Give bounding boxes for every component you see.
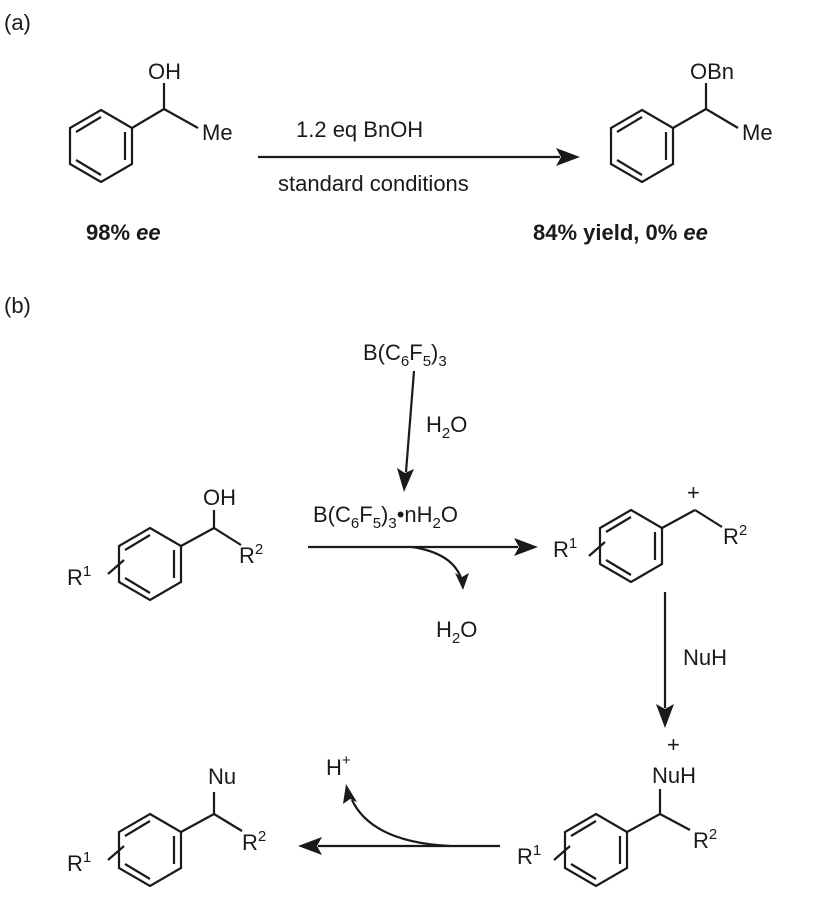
alcohol-oh-label: OH <box>203 485 236 510</box>
benzyl-ether-structure <box>609 83 739 184</box>
aryl-alcohol-structure <box>107 510 242 602</box>
reaction-arrow-a <box>258 148 580 166</box>
onium-r1-substituent: R1 <box>517 842 541 869</box>
hydroxyl-label: OH <box>148 59 181 84</box>
product-nu-label: Nu <box>208 764 236 789</box>
product-yield-label: 84% yield, 0% ee <box>533 220 708 245</box>
starting-alcohol-structure <box>68 83 199 184</box>
catalyst-label: B(C6F5)3 <box>363 340 447 370</box>
water-label: H2O <box>426 412 467 442</box>
product-methyl-label: Me <box>742 120 773 145</box>
proton-label: H+ <box>326 752 351 780</box>
carbocation-charge: + <box>687 480 700 505</box>
hydration-arrow <box>397 370 416 492</box>
methyl-label: Me <box>202 120 233 145</box>
cation-r2-substituent: R2 <box>723 522 747 549</box>
starting-ee-label: 98% ee <box>86 220 161 245</box>
nucleophile-label: NuH <box>683 645 727 670</box>
carbocation-structure <box>588 508 723 584</box>
onium-charge: + <box>667 732 680 757</box>
hydrate-catalyst-label: B(C6F5)3•nH2O <box>313 502 458 532</box>
onium-r2-substituent: R2 <box>693 826 717 853</box>
deprotonation-arrow <box>298 784 500 855</box>
onium-intermediate-structure <box>553 789 691 888</box>
benzyloxy-label: OBn <box>690 59 734 84</box>
ionization-arrow <box>308 538 538 590</box>
nucleophile-arrow <box>656 592 674 728</box>
conditions-label: standard conditions <box>278 171 469 196</box>
substituted-product-structure <box>107 792 243 888</box>
r1-substituent: R1 <box>67 563 91 590</box>
onium-nuh-label: NuH <box>652 763 696 788</box>
r2-substituent: R2 <box>239 541 263 568</box>
released-water-label: H2O <box>436 617 477 647</box>
product-r1-substituent: R1 <box>67 849 91 876</box>
cation-r1-substituent: R1 <box>553 535 577 562</box>
reagent-label: 1.2 eq BnOH <box>296 117 423 142</box>
panel-a-label: (a) <box>4 10 31 35</box>
panel-b-label: (b) <box>4 293 31 318</box>
product-r2-substituent: R2 <box>242 828 266 855</box>
